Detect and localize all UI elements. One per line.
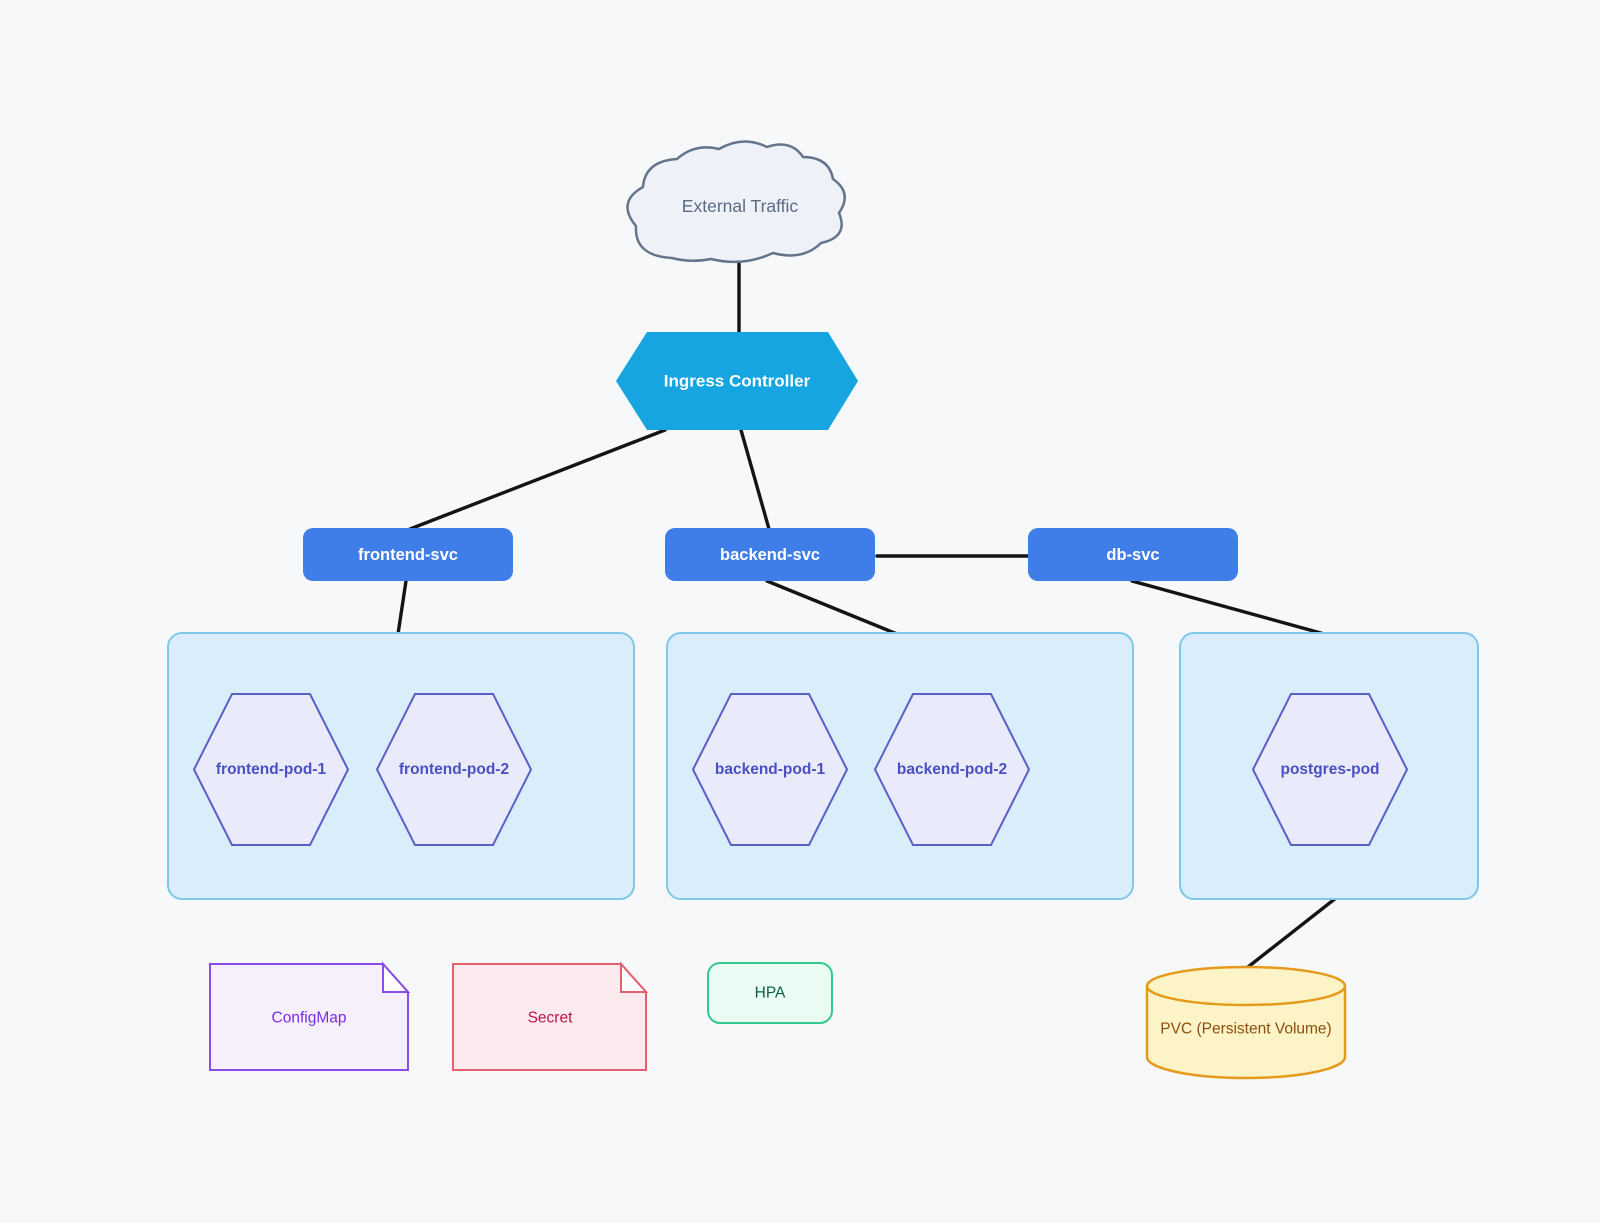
edge-backend-svc-to-backend-group — [765, 579, 899, 636]
ingress-hexagon — [616, 332, 858, 430]
frontend-pod-1-label: frontend-pod-1 — [216, 761, 327, 778]
external-traffic-label: External Traffic — [682, 196, 799, 216]
node-external-traffic: External Traffic — [626, 140, 846, 264]
backend-pod-1-hexagon — [691, 693, 849, 846]
node-frontend-svc: frontend-svc — [303, 528, 513, 581]
node-frontend-pod-2: frontend-pod-2 — [375, 693, 533, 846]
frontend-pod-2-hexagon — [375, 693, 533, 846]
frontend-pod-1-hexagon — [192, 693, 350, 846]
postgres-pod-hexagon — [1251, 693, 1409, 846]
configmap-label: ConfigMap — [272, 1010, 347, 1027]
hpa-box — [707, 962, 833, 1024]
node-configmap: ConfigMap — [209, 961, 411, 1071]
edge-postgres-group-to-pvc — [1246, 896, 1338, 969]
backend-pod-2-hexagon — [873, 693, 1031, 846]
backend-pod-2-label: backend-pod-2 — [897, 761, 1007, 778]
edges — [396, 260, 1338, 969]
configmap-note — [209, 963, 409, 1071]
node-postgres-pod: postgres-pod — [1251, 693, 1409, 846]
configmap-note-fold — [382, 961, 411, 993]
frontend-svc-box — [303, 528, 513, 581]
edge-ingress-to-frontend-svc — [408, 428, 667, 531]
secret-label: Secret — [528, 1010, 573, 1027]
node-frontend-pod-1: frontend-pod-1 — [192, 693, 350, 846]
cloud-icon — [626, 140, 846, 264]
hpa-label: HPA — [755, 985, 786, 1002]
backend-svc-label: backend-svc — [720, 546, 820, 564]
ingress-controller-label: Ingress Controller — [664, 372, 811, 391]
pvc-label: PVC (Persistent Volume) — [1160, 1021, 1331, 1038]
pvc-cylinder-body — [1145, 986, 1347, 1080]
edge-frontend-svc-to-frontend-group — [396, 579, 408, 636]
node-backend-svc: backend-svc — [665, 528, 875, 581]
edge-db-svc-to-postgres-group — [1130, 579, 1330, 637]
node-hpa: HPA — [707, 962, 833, 1024]
node-pvc: PVC (Persistent Volume) — [1145, 965, 1347, 1080]
db-svc-box — [1028, 528, 1238, 581]
backend-pod-1-label: backend-pod-1 — [715, 761, 826, 778]
db-svc-label: db-svc — [1106, 546, 1159, 564]
node-ingress-controller: Ingress Controller — [616, 332, 858, 430]
edge-ingress-to-backend-svc — [739, 428, 771, 531]
pvc-cylinder-top — [1145, 965, 1347, 1007]
postgres-pod-label: postgres-pod — [1280, 761, 1379, 778]
secret-note-fold — [620, 961, 649, 993]
node-backend-pod-2: backend-pod-2 — [873, 693, 1031, 846]
frontend-svc-label: frontend-svc — [358, 546, 458, 564]
backend-svc-box — [665, 528, 875, 581]
node-db-svc: db-svc — [1028, 528, 1238, 581]
secret-note — [452, 963, 647, 1071]
node-backend-pod-1: backend-pod-1 — [691, 693, 849, 846]
node-secret: Secret — [452, 961, 649, 1071]
frontend-pod-2-label: frontend-pod-2 — [399, 761, 509, 778]
